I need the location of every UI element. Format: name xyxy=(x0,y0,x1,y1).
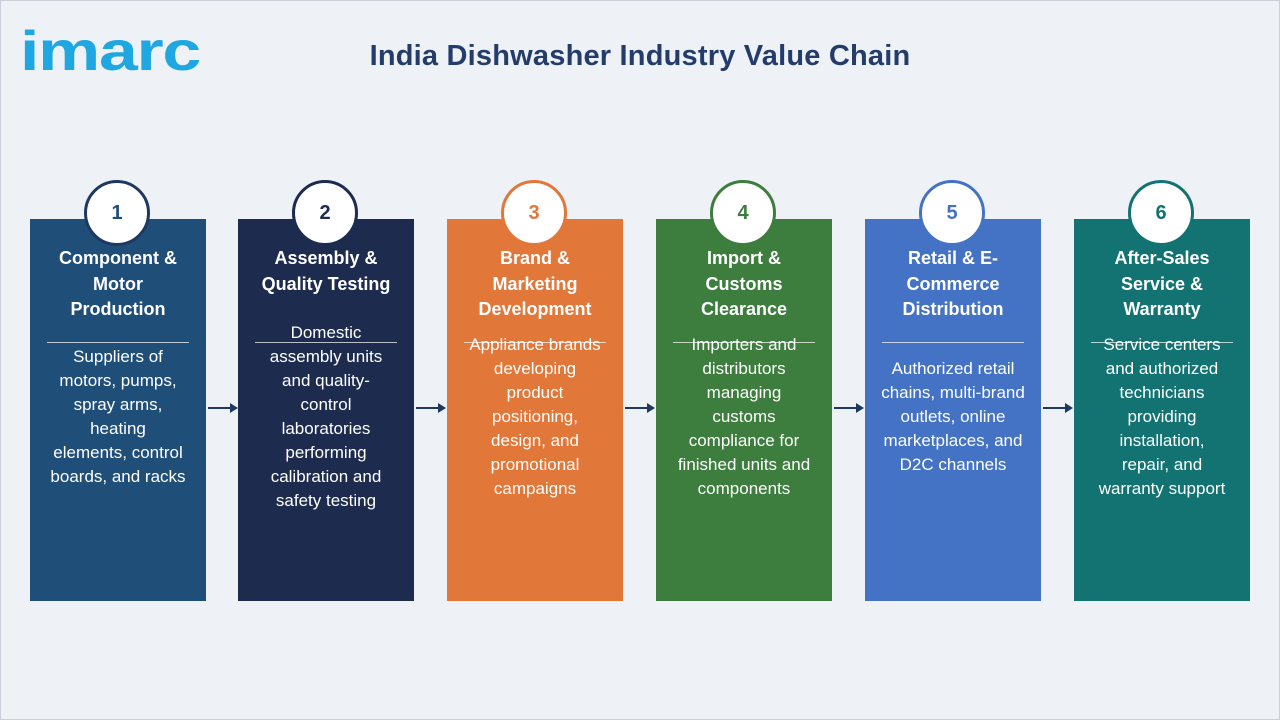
step-description-line: heating xyxy=(90,419,146,438)
step-number-badge: 6 xyxy=(1128,180,1194,246)
step-description-line: assembly units xyxy=(269,347,383,366)
step-description-line: spray arms, xyxy=(73,395,163,414)
step-divider xyxy=(1091,342,1233,343)
step-description-line: and quality- xyxy=(282,371,370,390)
step-description-line: and authorized xyxy=(1105,359,1219,378)
step-description-line: design, and xyxy=(491,431,579,450)
step-description-line: Importers and xyxy=(691,335,797,354)
step-description-line: marketplaces, and xyxy=(883,431,1023,450)
step-heading-line: After-Sales xyxy=(1114,248,1210,268)
step-description-line: developing xyxy=(493,359,577,378)
step-description-line: safety testing xyxy=(275,491,377,510)
step-heading-line: Component & xyxy=(59,248,177,268)
step-description-line: chains, multi-brand xyxy=(881,383,1025,402)
imarc-logo: imarc xyxy=(20,19,201,78)
step-heading-line: Distribution xyxy=(902,299,1004,319)
step-description-line: laboratories xyxy=(281,419,371,438)
step-heading-line: Assembly & xyxy=(274,248,378,268)
step-divider xyxy=(464,342,606,343)
flow-arrow-icon xyxy=(416,403,446,413)
step-description: Appliance brands developing product positio… xyxy=(447,333,623,501)
step-description-line: compliance for xyxy=(688,431,800,450)
step-description: Domestic assembly units and quality-contro… xyxy=(238,321,414,513)
step-heading-line: Motor xyxy=(93,273,143,294)
step-number-badge: 2 xyxy=(292,180,358,246)
flow-arrow-icon xyxy=(1043,403,1073,413)
step-description-line: providing xyxy=(1127,407,1197,426)
step-description-line: product xyxy=(506,383,564,402)
step-description-line: campaigns xyxy=(493,479,577,498)
step-description-line: performing xyxy=(285,443,367,462)
step-description-line: Suppliers of xyxy=(73,347,163,366)
step-description-line: elements, control xyxy=(53,443,183,462)
step-heading-line: Commerce xyxy=(906,273,1000,294)
step-description-line: control xyxy=(300,395,352,414)
step-divider xyxy=(255,342,397,343)
step-heading-line: Customs xyxy=(705,273,783,294)
step-description-line: customs xyxy=(712,407,776,426)
step-description-line: Appliance brands xyxy=(469,335,601,354)
step-description-line: Domestic xyxy=(290,323,362,342)
step-number-badge: 3 xyxy=(501,180,567,246)
step-heading-line: Service & xyxy=(1120,273,1204,294)
step-number-badge: 4 xyxy=(710,180,776,246)
step-heading-line: Import & xyxy=(707,248,781,268)
logo-text: imarc xyxy=(20,19,200,78)
step-description: Importers and distributors managing customs… xyxy=(656,333,832,501)
step-description-line: promotional xyxy=(490,455,580,474)
step-heading-line: Production xyxy=(70,299,166,319)
step-heading-line: Clearance xyxy=(700,299,788,319)
step-description-line: warranty support xyxy=(1098,479,1226,498)
step-number-badge: 1 xyxy=(84,180,150,246)
step-number-badge: 5 xyxy=(919,180,985,246)
step-description-line: motors, pumps, xyxy=(59,371,177,390)
step-heading-line: Retail & E- xyxy=(907,248,999,268)
step-heading-line: Development xyxy=(478,299,592,319)
step-heading-line: Warranty xyxy=(1123,299,1201,319)
step-description-line: outlets, online xyxy=(900,407,1006,426)
step-description-line: D2C channels xyxy=(899,455,1007,474)
step-description: Service centers and authorized technicians… xyxy=(1074,333,1250,501)
step-divider xyxy=(882,342,1024,343)
flow-arrow-icon xyxy=(625,403,655,413)
step-description-line: repair, and xyxy=(1121,455,1203,474)
step-description: Authorized retail chains, multi-brand outl… xyxy=(865,357,1041,477)
step-description: Suppliers of motors, pumps, spray arms, hea… xyxy=(30,345,206,489)
step-heading: Assembly & Quality Testing xyxy=(244,246,408,297)
step-description-line: Service centers xyxy=(1103,335,1221,354)
step-description-line: calibration and xyxy=(270,467,382,486)
step-description-line: distributors xyxy=(702,359,786,378)
step-heading-line: Brand & xyxy=(499,248,570,268)
step-description-line: finished units and xyxy=(677,455,811,474)
flow-arrow-icon xyxy=(834,403,864,413)
step-divider xyxy=(47,342,189,343)
step-description-line: managing xyxy=(706,383,782,402)
step-description-line: Authorized retail xyxy=(891,359,1015,378)
step-heading-line: Marketing xyxy=(492,273,578,294)
step-divider xyxy=(673,342,815,343)
page-title: India Dishwasher Industry Value Chain xyxy=(369,40,911,72)
step-description-line: installation, xyxy=(1119,431,1205,450)
step-description-line: components xyxy=(697,479,791,498)
step-heading-line: Quality Testing xyxy=(261,273,391,294)
step-description-line: boards, and racks xyxy=(50,467,186,486)
flow-arrow-icon xyxy=(208,403,238,413)
step-description-line: technicians xyxy=(1119,383,1205,402)
step-description-line: positioning, xyxy=(491,407,578,426)
